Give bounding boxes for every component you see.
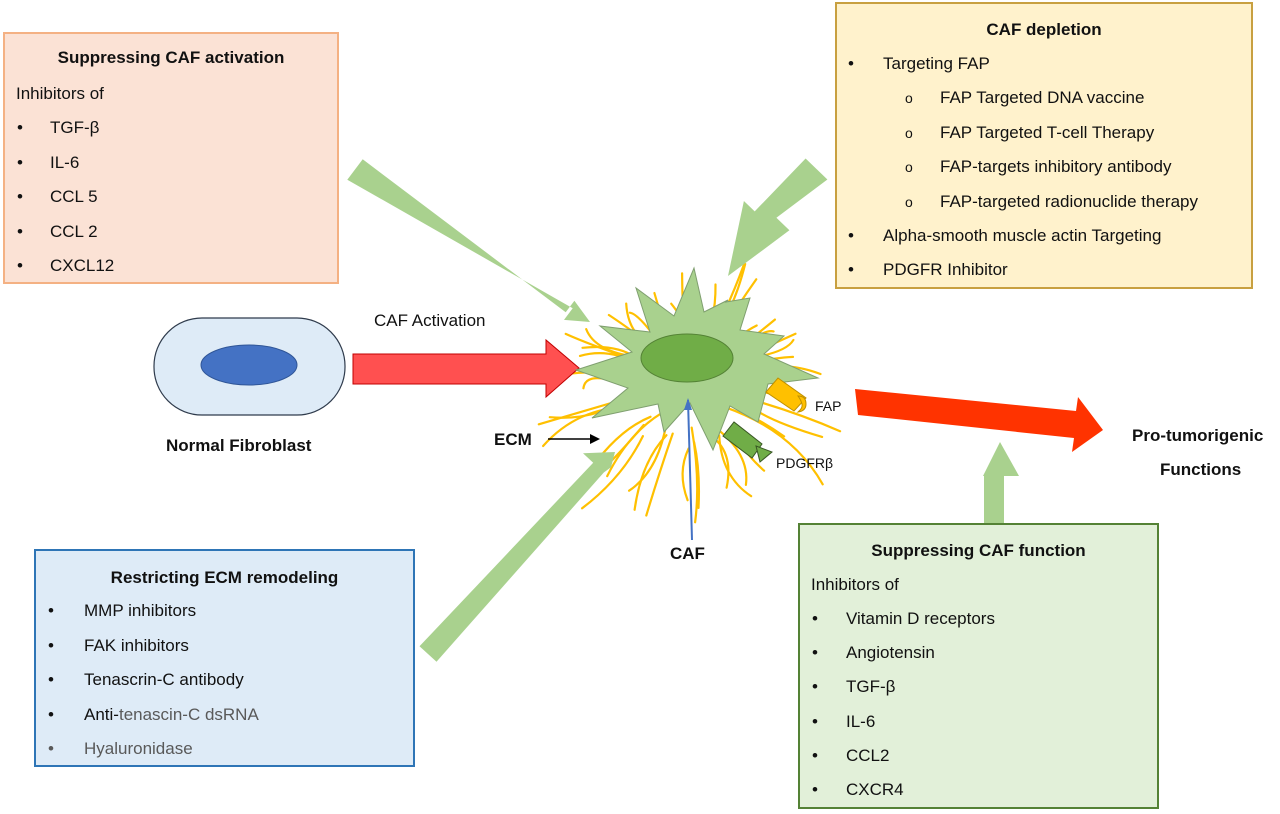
- box-subtitle: Inhibitors of: [16, 84, 104, 104]
- ecm-fiber: [629, 423, 666, 491]
- caf-activation-label: CAF Activation: [374, 311, 486, 331]
- fibroblast-nucleus: [201, 345, 297, 385]
- list-item: •IL-6: [800, 712, 995, 746]
- box-title: Suppressing CAF activation: [5, 48, 337, 68]
- list-item: •Anti-tenascin-C dsRNA: [36, 705, 259, 740]
- arrow-ecm-to-caf: [420, 452, 616, 662]
- list-item: •Hyaluronidase: [36, 739, 259, 774]
- pdgfr-label: PDGFRβ: [776, 455, 833, 471]
- ecm-fiber: [692, 428, 698, 523]
- list-item: •MMP inhibitors: [36, 601, 259, 636]
- arrow-function-to-pro: [983, 442, 1019, 523]
- list-item: •Targeting FAP: [837, 54, 1198, 88]
- suppressing-caf-activation-box: Suppressing CAF activation Inhibitors of…: [3, 32, 339, 284]
- ecm-fiber: [646, 434, 672, 516]
- list-item: •TGF-β: [5, 118, 114, 153]
- list-item: •CCL2: [800, 746, 995, 780]
- pro-tumorigenic-arrow: [855, 389, 1103, 452]
- list-item: •Vitamin D receptors: [800, 609, 995, 643]
- list-item: •PDGFR Inhibitor: [837, 260, 1198, 294]
- list-item: •CXCR4: [800, 780, 995, 814]
- ecm-label: ECM: [494, 430, 532, 450]
- restricting-ecm-remodeling-box: Restricting ECM remodeling •MMP inhibito…: [34, 549, 415, 767]
- pdgfr-receptor: [723, 422, 772, 462]
- normal-fibroblast-label: Normal Fibroblast: [166, 436, 311, 456]
- list-item: •Angiotensin: [800, 643, 995, 677]
- caf-activation-arrow: [353, 340, 579, 397]
- list-item: •TGF-β: [800, 677, 995, 711]
- caf-label: CAF: [670, 544, 705, 564]
- arrow-depletion-to-caf: [728, 159, 827, 277]
- function-inhibitor-list: •Vitamin D receptors •Angiotensin •TGF-β…: [800, 609, 995, 814]
- list-item: •CXCL12: [5, 256, 114, 291]
- list-item: •CCL 2: [5, 222, 114, 257]
- ecm-fiber: [683, 449, 689, 501]
- caf-pointer-line: [688, 400, 692, 540]
- fap-label: FAP: [815, 398, 841, 414]
- ecm-fiber: [607, 413, 661, 476]
- list-item: •Alpha-smooth muscle actin Targeting: [837, 226, 1198, 260]
- box-title: Suppressing CAF function: [800, 541, 1157, 561]
- ecm-pointer-head: [590, 434, 600, 444]
- inhibitor-list: •TGF-β •IL-6 •CCL 5 •CCL 2 •CXCL12: [5, 118, 114, 291]
- functions-label: Functions: [1160, 460, 1241, 480]
- box-title: Restricting ECM remodeling: [36, 568, 413, 588]
- box-title: CAF depletion: [837, 20, 1251, 40]
- list-item: •CCL 5: [5, 187, 114, 222]
- list-item: •Tenascrin-C antibody: [36, 670, 259, 705]
- suppressing-caf-function-box: Suppressing CAF function Inhibitors of •…: [798, 523, 1159, 809]
- caf-nucleus: [641, 334, 733, 382]
- box-subtitle: Inhibitors of: [811, 575, 899, 595]
- pro-tumorigenic-label: Pro-tumorigenic: [1132, 426, 1263, 446]
- list-item: •FAK inhibitors: [36, 636, 259, 671]
- ecm-list: •MMP inhibitors •FAK inhibitors •Tenascr…: [36, 601, 259, 774]
- arrow-activation-to-caf: [347, 159, 590, 322]
- list-item: •IL-6: [5, 153, 114, 188]
